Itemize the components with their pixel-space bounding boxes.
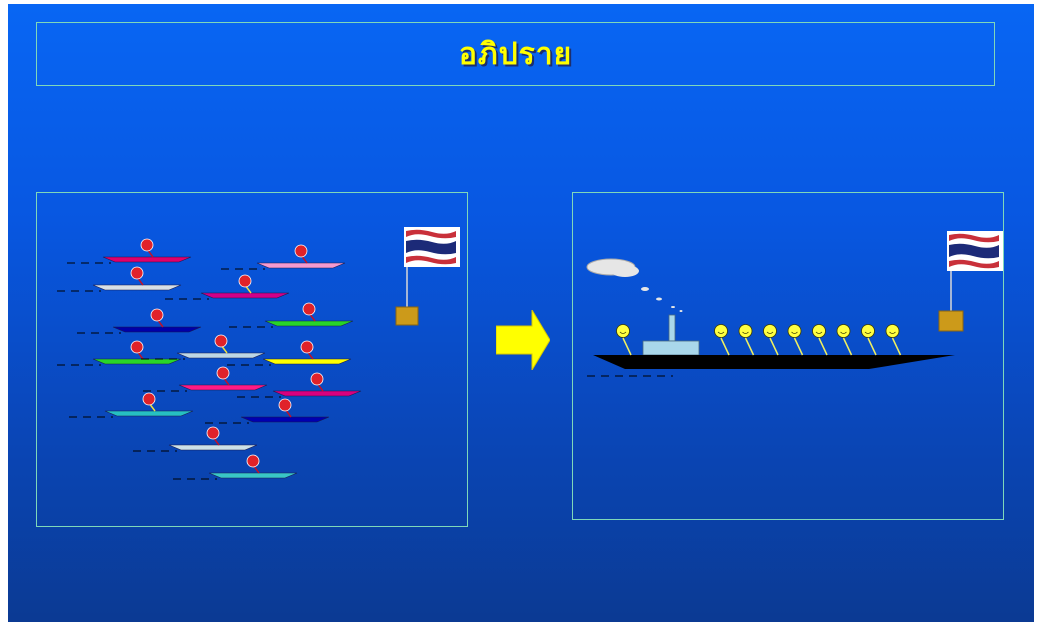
ship-cabin — [643, 341, 699, 355]
boat-hull — [241, 417, 329, 422]
rower-face-icon — [207, 427, 219, 439]
boat-hull — [179, 385, 267, 390]
thai-flag-icon — [947, 231, 1003, 315]
rower — [617, 325, 632, 356]
rowing-boat — [57, 267, 181, 291]
boat-hull — [201, 293, 289, 298]
rowing-boat — [229, 303, 353, 327]
rower-face-icon — [279, 399, 291, 411]
boat-hull — [257, 263, 345, 268]
boat-hull — [113, 327, 201, 332]
rowing-boat — [67, 239, 191, 263]
rower-face-icon — [303, 303, 315, 315]
rowing-boat — [69, 393, 193, 417]
single-ship-scene — [573, 193, 1005, 521]
smiley-face-icon — [739, 325, 752, 338]
rower-face-icon — [239, 275, 251, 287]
smiley-face-icon — [886, 325, 899, 338]
oar — [623, 338, 631, 355]
rowing-boat — [77, 309, 201, 333]
smiley-face-icon — [788, 325, 801, 338]
scattered-boats-scene — [37, 193, 469, 528]
rower — [886, 325, 901, 356]
rower-face-icon — [217, 367, 229, 379]
ship-hull — [593, 355, 955, 369]
rower — [788, 325, 803, 356]
rowing-boat — [221, 245, 345, 269]
smoke-cloud-icon — [587, 259, 683, 312]
oar — [844, 338, 852, 355]
rower — [813, 325, 828, 356]
rower-face-icon — [141, 239, 153, 251]
boat-hull — [273, 391, 361, 396]
thai-flag-icon — [404, 227, 460, 311]
slide: อภิปราย — [8, 4, 1034, 622]
rowing-boat — [141, 335, 265, 359]
single-ship-panel — [572, 192, 1004, 520]
boat-hull — [177, 353, 265, 358]
boat-hull — [263, 359, 351, 364]
slide-title: อภิปราย — [459, 31, 572, 78]
rowing-boat — [133, 427, 257, 451]
boat-hull — [105, 411, 193, 416]
ship-chimney — [669, 315, 675, 341]
rower-face-icon — [215, 335, 227, 347]
rower-face-icon — [247, 455, 259, 467]
rower — [764, 325, 779, 356]
rowing-boat — [205, 399, 329, 423]
boat-hull — [169, 445, 257, 450]
rower-face-icon — [295, 245, 307, 257]
rower-face-icon — [131, 341, 143, 353]
ship-icon — [587, 315, 955, 376]
rower-face-icon — [301, 341, 313, 353]
rower — [862, 325, 877, 356]
rower — [715, 325, 730, 356]
scattered-boats-panel — [36, 192, 468, 527]
rowing-boat — [143, 367, 267, 391]
oar — [721, 338, 729, 355]
rower-face-icon — [143, 393, 155, 405]
rower-face-icon — [311, 373, 323, 385]
rowing-boat — [165, 275, 289, 299]
oar — [893, 338, 901, 355]
rower — [837, 325, 852, 356]
oar — [819, 338, 827, 355]
oar — [868, 338, 876, 355]
smiley-face-icon — [813, 325, 826, 338]
rowing-boat — [57, 341, 181, 365]
goal-box-icon — [939, 311, 963, 331]
title-frame: อภิปราย — [36, 22, 995, 86]
boat-hull — [93, 285, 181, 290]
rowing-boat — [173, 455, 297, 479]
smiley-face-icon — [617, 325, 630, 338]
boat-hull — [265, 321, 353, 326]
smiley-face-icon — [764, 325, 777, 338]
oar — [770, 338, 778, 355]
smiley-face-icon — [862, 325, 875, 338]
boat-hull — [93, 359, 181, 364]
oar — [795, 338, 803, 355]
smiley-face-icon — [837, 325, 850, 338]
rower-face-icon — [131, 267, 143, 279]
boat-hull — [103, 257, 191, 262]
rower — [739, 325, 754, 356]
smiley-face-icon — [715, 325, 728, 338]
goal-box-icon — [396, 307, 418, 325]
oar — [746, 338, 754, 355]
rower-face-icon — [151, 309, 163, 321]
right-arrow-icon — [496, 310, 550, 370]
boat-hull — [209, 473, 297, 478]
